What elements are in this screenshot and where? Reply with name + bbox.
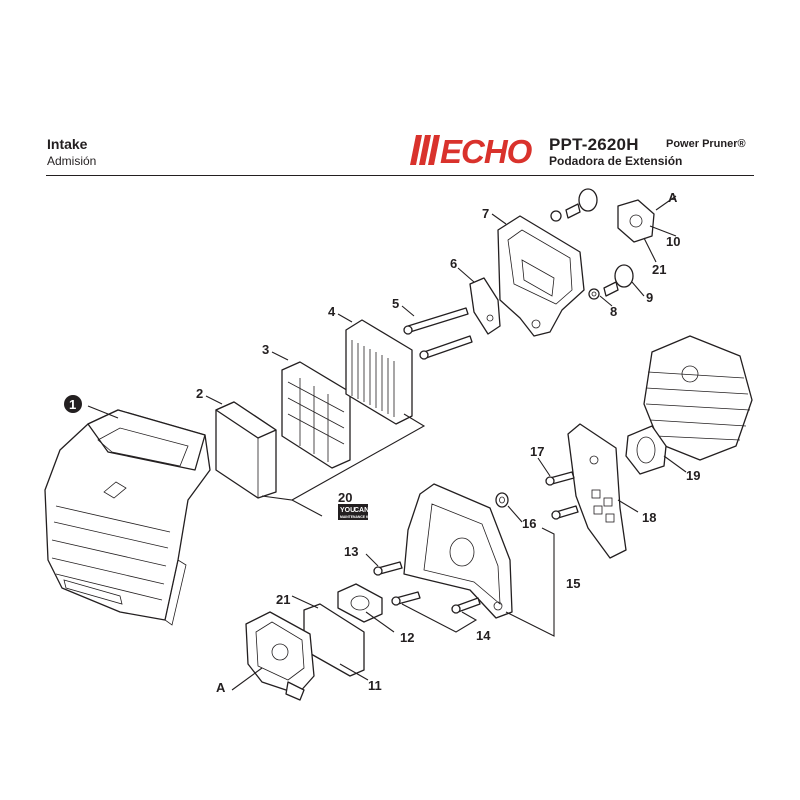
callout-17: 17 — [530, 444, 544, 459]
cap-screws — [545, 471, 579, 520]
housing-screws — [373, 561, 481, 614]
callout-3: 3 — [262, 342, 269, 357]
callout-10: 10 — [666, 234, 680, 249]
air-filter-grid — [281, 361, 351, 469]
callout-11: 11 — [368, 678, 382, 693]
engine-cylinder — [643, 335, 753, 461]
callout-a-top: A — [668, 190, 678, 205]
callout-21-top: 21 — [652, 262, 666, 277]
top-knob — [550, 188, 598, 222]
insulator-plate — [567, 423, 627, 559]
callout-20: 20 — [338, 490, 352, 505]
callout-1-badge — [64, 395, 82, 413]
callout-14: 14 — [476, 628, 491, 643]
foam-filter — [215, 401, 277, 499]
spacer — [495, 492, 509, 508]
gasket-plate — [469, 277, 501, 335]
page-title: Intake — [47, 136, 88, 152]
echo-logo: ECHO — [410, 133, 534, 169]
kit-badge-line2: CAN — [354, 507, 369, 514]
callout-21-bottom: 21 — [276, 592, 290, 607]
washer — [588, 288, 600, 300]
callout-19: 19 — [686, 468, 700, 483]
model-number: PPT-2620H — [549, 135, 639, 154]
callout-4: 4 — [328, 304, 336, 319]
kit-badge-line3: MAINTENANCE KIT — [340, 515, 372, 519]
kit-badge-line1: YOU — [340, 507, 355, 514]
carburetor — [245, 611, 315, 701]
screw-long — [403, 307, 473, 360]
callout-16: 16 — [522, 516, 536, 531]
intake-boot — [625, 425, 667, 475]
callout-9: 9 — [646, 290, 653, 305]
air-cleaner-cover — [44, 409, 211, 626]
callout-1: 1 — [69, 397, 76, 412]
paper-filter-element — [345, 319, 413, 425]
callout-18: 18 — [642, 510, 656, 525]
callout-12: 12 — [400, 630, 414, 645]
page-subtitle: Admisión — [47, 154, 97, 168]
air-cleaner-base — [497, 215, 585, 337]
callout-8: 8 — [610, 304, 617, 319]
knob — [603, 264, 634, 297]
leader-lines — [87, 195, 687, 691]
product-name-es: Podadora de Extensión — [549, 154, 683, 168]
callout-7: 7 — [482, 206, 489, 221]
carburetor-gasket — [337, 583, 383, 623]
product-name-en: Power Pruner® — [666, 138, 746, 150]
callout-5: 5 — [392, 296, 399, 311]
header-divider — [46, 175, 754, 176]
callout-13: 13 — [344, 544, 358, 559]
callout-a-bottom: A — [216, 680, 226, 695]
callout-2: 2 — [196, 386, 203, 401]
echo-logo-text: ECHO — [440, 133, 533, 169]
callout-6: 6 — [450, 256, 457, 271]
insulator-gasket — [617, 199, 655, 243]
intake-housing — [403, 483, 513, 619]
maintenance-kit-badge: YOU CAN MAINTENANCE KIT — [338, 504, 372, 520]
callout-15: 15 — [566, 576, 580, 591]
